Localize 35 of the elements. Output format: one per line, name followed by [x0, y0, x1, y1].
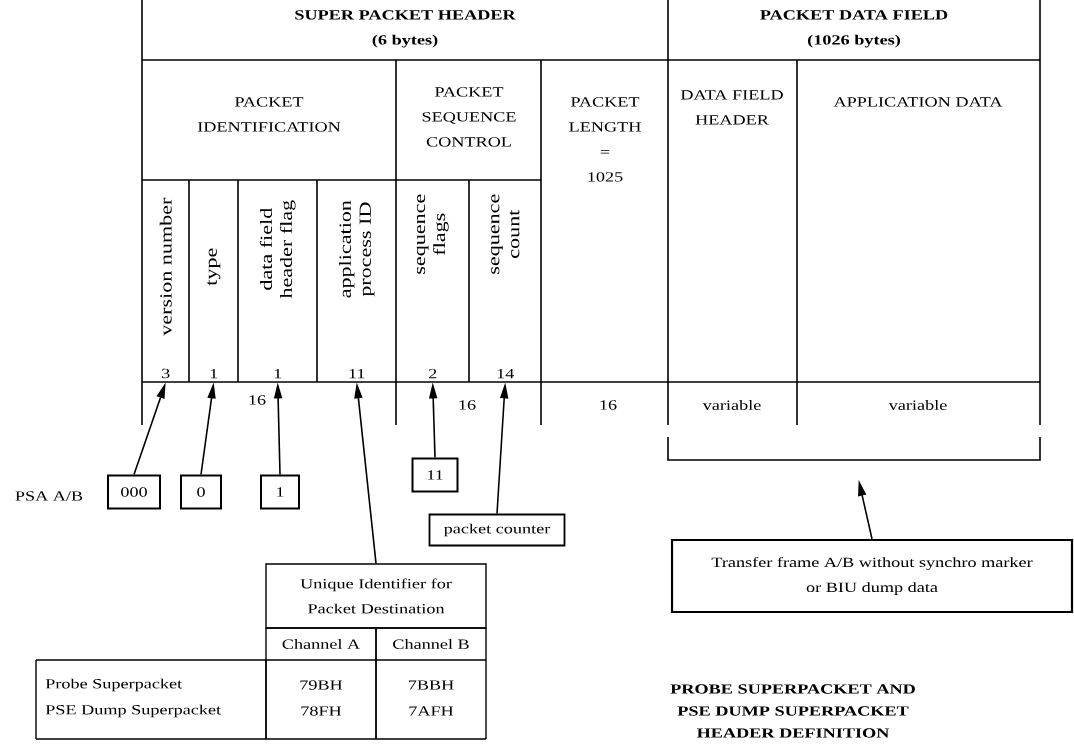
value-box: packet counter	[428, 513, 566, 547]
caption: PROBE SUPERPACKET AND PSE DUMP SUPERPACKET HEADER DEFINITION	[670, 684, 915, 738]
column-heading: PACKET LENGTH = 1025	[569, 97, 641, 182]
field-column: data field header flag 1	[259, 200, 296, 379]
field-column: sequence count 14	[491, 194, 520, 379]
node-label: Channel A	[282, 639, 361, 649]
field-size: variable	[702, 400, 761, 410]
value-box: 11	[411, 457, 459, 493]
column-heading: APPLICATION DATA	[833, 97, 1003, 107]
field-size: 16	[249, 395, 266, 405]
value-box: 0	[180, 474, 222, 510]
column-heading: PACKET IDENTIFICATION	[197, 97, 341, 132]
note-box: Transfer frame A/B without synchro marker or BIU dump data	[670, 538, 1074, 614]
field-column: type 1	[207, 248, 221, 379]
column-heading: PACKET SEQUENCE CONTROL	[422, 87, 516, 147]
field-column: application process ID 11	[339, 200, 375, 379]
value-box: 1	[260, 474, 300, 510]
identifier-table: Unique Identifier for Packet Destination Channel A Channel B Probe Superpacket 79BH 7BBH PSE Dump Superpacket 78FH 7AFH	[35, 563, 487, 740]
node-label: 78FH	[301, 706, 342, 716]
section-heading: SUPER PACKET HEADER (6 bytes)	[295, 10, 516, 48]
value-box: 000	[107, 474, 161, 510]
bracket	[667, 436, 1041, 461]
field-size: variable	[888, 400, 947, 410]
node-label: Channel B	[393, 639, 469, 649]
section-heading: PACKET DATA FIELD (1026 bytes)	[760, 10, 948, 48]
node-label: 7BBH	[408, 680, 454, 690]
node-label: 79BH	[300, 680, 343, 690]
node-label: 7AFH	[409, 706, 454, 716]
column-heading: DATA FIELD HEADER	[680, 90, 783, 125]
mode-label: PSA A/B	[15, 491, 83, 501]
node-label: Probe Superpacket	[45, 678, 183, 692]
field-size: 16	[600, 400, 617, 410]
node-label: PSE Dump Superpacket	[45, 704, 221, 718]
field-column: version number 3	[159, 197, 172, 379]
field-size: 16	[459, 400, 476, 410]
